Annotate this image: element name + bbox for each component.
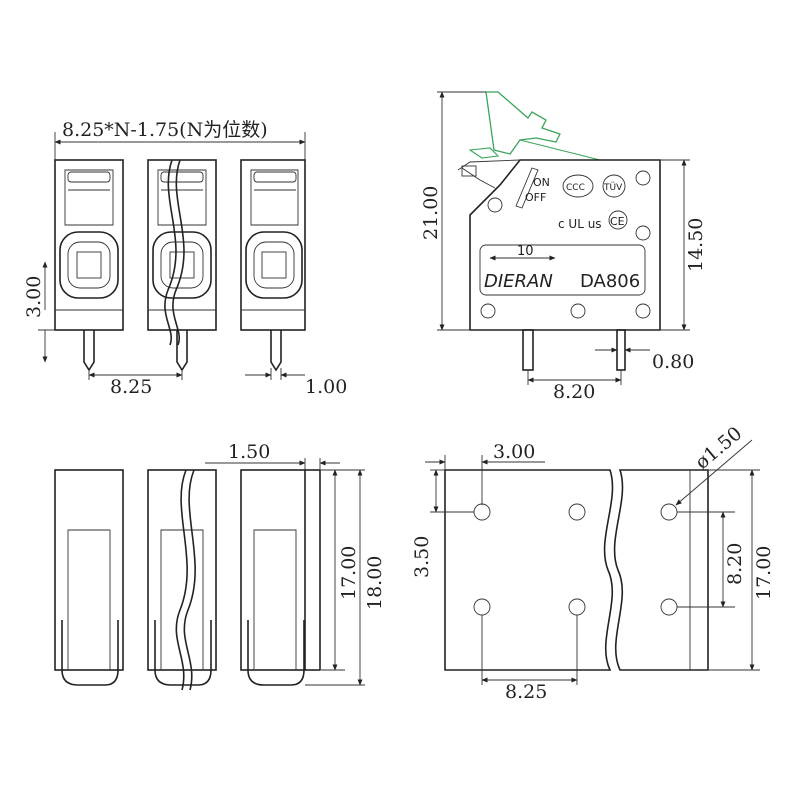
offset-x-label: 3.00: [493, 441, 535, 463]
pcb-outline-left: [444, 469, 614, 671]
pin-spacing-label: 8.20: [553, 381, 595, 403]
switch-off-label: OFF: [525, 191, 546, 204]
front-pole-2: [147, 159, 217, 372]
svg-text:CCC: CCC: [566, 183, 585, 193]
height-3-label: 3.00: [23, 276, 45, 318]
switch-lever: [515, 167, 539, 209]
pcb-layout-view: 3.00 3.50 ø1.50 8.20 17.00 8.25: [411, 422, 775, 703]
break-line: [164, 159, 177, 346]
total-depth-label: 18.00: [364, 556, 386, 610]
pcb-hole: [568, 503, 586, 521]
switch-on-label: ON: [533, 176, 550, 189]
board-depth-label: 17.00: [753, 546, 775, 600]
ccc-mark: CCC: [562, 174, 594, 198]
body-height-label: 14.50: [685, 218, 707, 272]
svg-text:TÜV: TÜV: [603, 182, 623, 193]
strip-length-label: 10: [517, 244, 534, 259]
pcb-hole: [568, 598, 586, 616]
brand-label: DIERAN: [484, 271, 553, 292]
front-view: 8.25*N-1.75(N为位数): [23, 119, 347, 398]
break-line: [183, 469, 196, 691]
tuv-mark: TÜV: [602, 174, 626, 198]
pcb-hole: [473, 598, 491, 616]
hole-diameter-label: ø1.50: [691, 422, 746, 473]
front-pole-3: [240, 159, 306, 372]
pcb-hole: [660, 503, 678, 521]
side-view: ON OFF CCC TÜV c UL us CE 10 DIERAN DA80…: [420, 91, 707, 403]
wall-thickness-label: 1.50: [228, 441, 270, 463]
pitch-label: 8.25: [110, 376, 152, 398]
svg-text:CE: CE: [610, 215, 625, 228]
pcb-hole: [473, 503, 491, 521]
break-line: [175, 469, 188, 691]
open-lever-outline: [485, 91, 561, 155]
pin-thickness-label: 0.80: [652, 351, 694, 373]
col-spacing-label: 8.25: [505, 681, 547, 703]
front-pole-1: [54, 159, 124, 372]
break-line: [172, 159, 185, 346]
bottom-view: 1.50 17.00 18.00: [54, 441, 386, 691]
offset-y-label: 3.50: [411, 536, 433, 578]
pcb-hole: [660, 598, 678, 616]
ul-mark: c UL us: [558, 217, 602, 231]
row-spacing-label: 8.20: [724, 543, 746, 585]
inner-depth-label: 17.00: [338, 546, 360, 600]
ce-mark: CE: [608, 210, 628, 230]
model-label: DA806: [580, 271, 640, 292]
pcb-outline-right: [613, 469, 709, 671]
pin-width-label: 1.00: [305, 376, 347, 398]
pitch-formula-label: 8.25*N-1.75(N为位数): [62, 119, 268, 141]
total-height-label: 21.00: [420, 186, 442, 240]
